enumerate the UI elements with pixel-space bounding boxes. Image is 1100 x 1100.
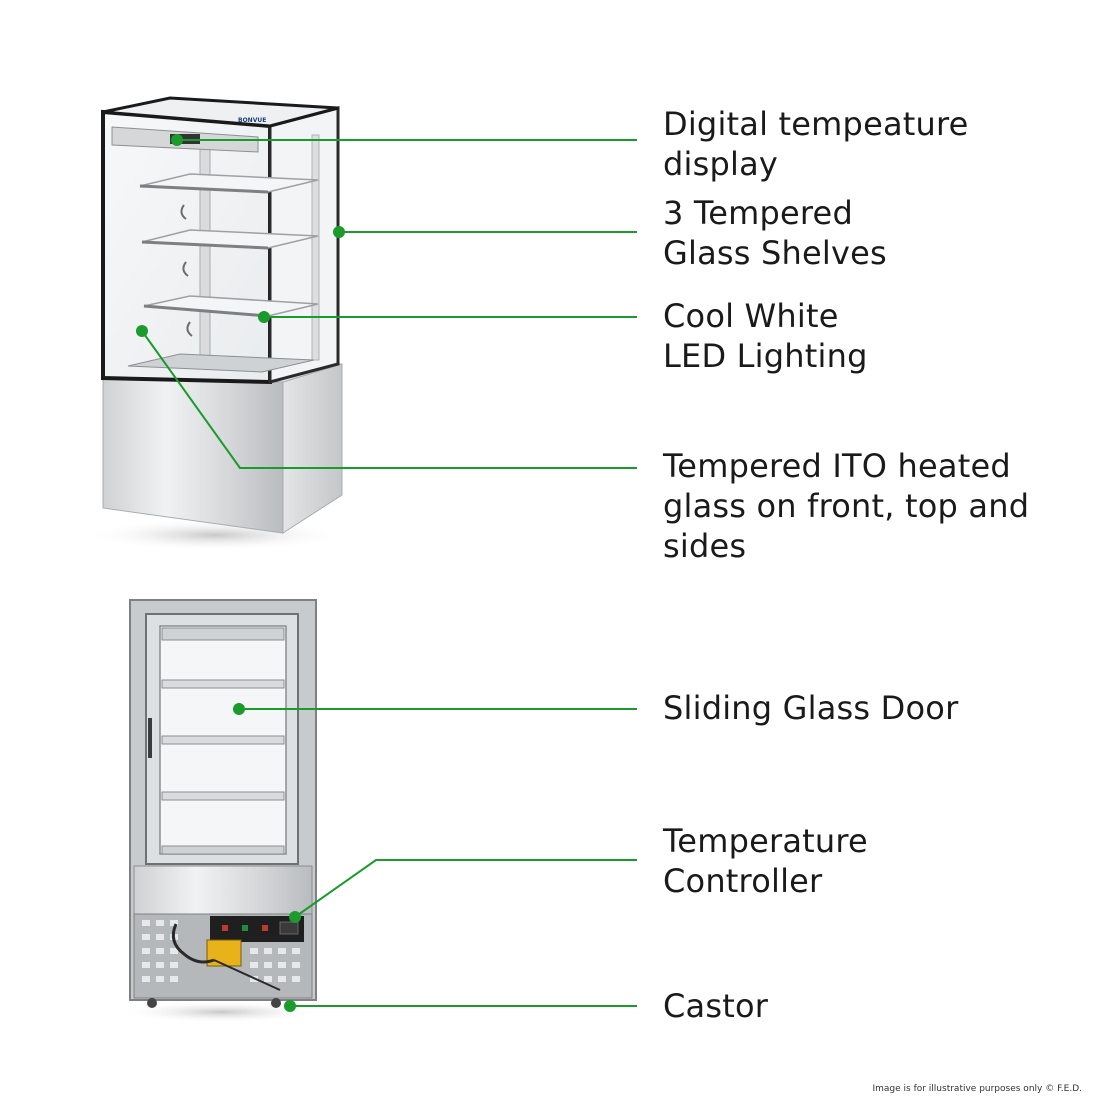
callout-leaders — [141, 139, 637, 1007]
castor-right — [271, 998, 281, 1008]
callout-dots — [136, 134, 345, 1012]
dot-led-lighting — [258, 311, 270, 323]
dot-heated-glass — [136, 325, 148, 337]
callout-line: Controller — [663, 862, 823, 900]
callout-castor: Castor — [663, 986, 768, 1026]
callout-line: glass on front, top and — [663, 487, 1030, 525]
callout-line: sides — [663, 527, 747, 565]
castor-left — [147, 998, 157, 1008]
callout-heated-glass: Tempered ITO heated glass on front, top … — [663, 446, 1029, 566]
callout-line: display — [663, 145, 779, 183]
callout-line: Sliding Glass Door — [663, 689, 959, 727]
callout-led-lighting: Cool White LED Lighting — [663, 296, 868, 376]
callout-glass-shelves: 3 Tempered Glass Shelves — [663, 193, 887, 273]
callout-line: Temperature — [663, 822, 868, 860]
leader-temperature-controller — [294, 859, 637, 918]
dot-digital-display — [171, 134, 183, 146]
display-cabinet-angled: BONVUE — [85, 96, 345, 551]
callout-digital-display: Digital tempeature display — [663, 104, 969, 184]
callout-line: Cool White — [663, 297, 839, 335]
leader-heated-glass — [141, 330, 637, 469]
callout-temperature-controller: Temperature Controller — [663, 821, 868, 901]
callout-line: LED Lighting — [663, 337, 868, 375]
brand-logo: BONVUE — [238, 117, 266, 124]
callout-sliding-door: Sliding Glass Door — [663, 688, 958, 728]
display-cabinet-front — [118, 599, 326, 1023]
callout-line: Tempered ITO heated — [663, 447, 1011, 485]
dot-sliding-door — [233, 703, 245, 715]
callout-line: 3 Tempered — [663, 194, 853, 232]
callout-line: Castor — [663, 987, 769, 1025]
dot-temperature-controller — [289, 911, 301, 923]
footnote: Image is for illustrative purposes only … — [872, 1084, 1082, 1094]
callout-line: Glass Shelves — [663, 234, 887, 272]
callout-line: Digital tempeature — [663, 105, 969, 143]
dot-castor — [284, 1000, 296, 1012]
dot-glass-shelves — [333, 226, 345, 238]
